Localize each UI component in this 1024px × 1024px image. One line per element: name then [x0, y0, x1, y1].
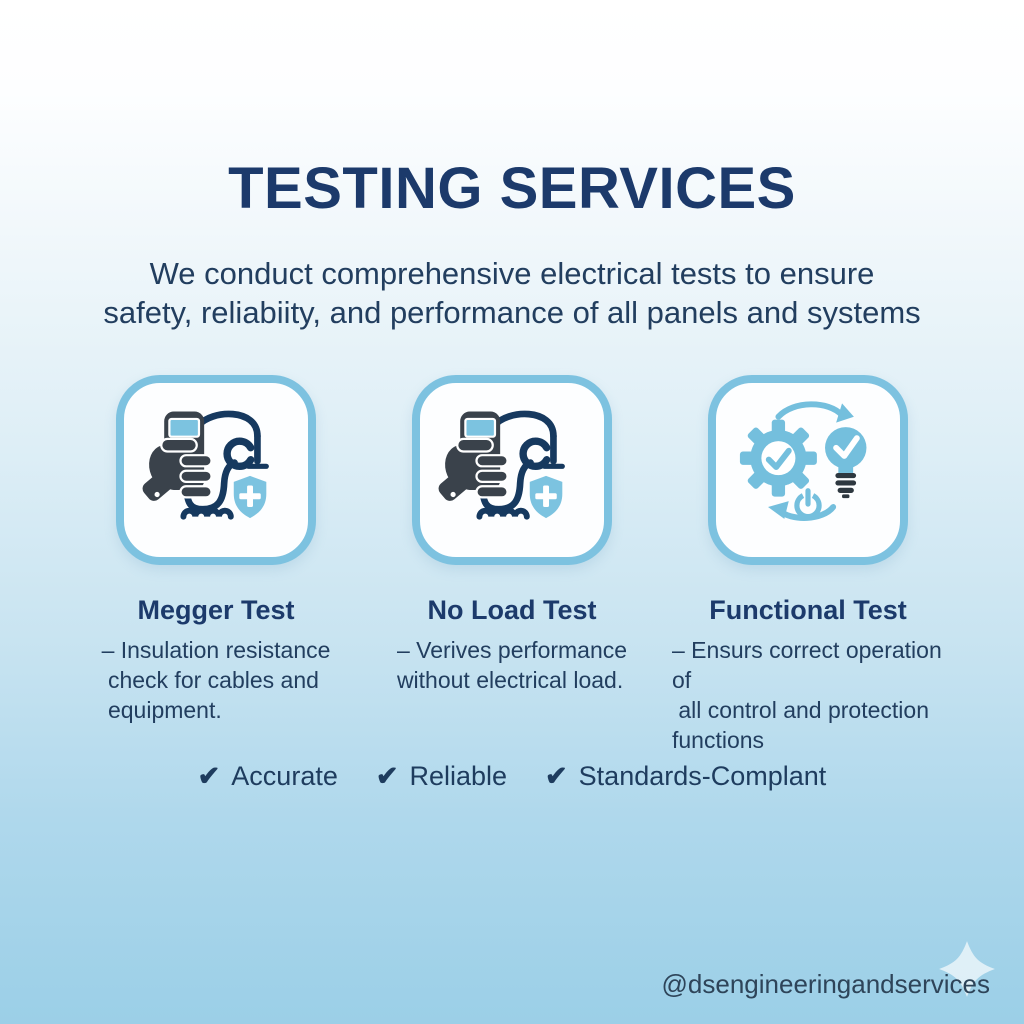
- gear-bulb-power-check-icon: [739, 401, 867, 521]
- card-icon-tile: [116, 375, 316, 565]
- service-cards-row: Megger Test – Insulation resistance chec…: [80, 375, 944, 755]
- social-handle: @dsengineeringandservices: [661, 969, 990, 999]
- badge-label: Reliable: [409, 761, 508, 791]
- card-icon-tile: [708, 375, 908, 565]
- service-card-functional-test: Functional Test – Ensurs correct operati…: [672, 375, 944, 755]
- card-title: Functional Test: [709, 595, 907, 625]
- badge-reliable: ✔ Reliable: [376, 761, 507, 792]
- card-icon-tile: [412, 375, 612, 565]
- page-subtitle: We conduct comprehensive electrical test…: [103, 256, 921, 330]
- badge-label: Standards-Complant: [578, 761, 827, 791]
- badge-standards-compliant: ✔ Standards-Complant: [545, 761, 826, 792]
- card-title: No Load Test: [427, 595, 597, 625]
- card-description: – Ensurs correct operation of all contro…: [672, 637, 942, 753]
- page-title: TESTING SERVICES: [228, 156, 796, 221]
- card-title: Megger Test: [137, 595, 295, 625]
- sparkle-icon: [939, 941, 995, 997]
- service-card-no-load-test: No Load Test – Verives performance witho…: [376, 375, 648, 755]
- checkmark-icon: ✔: [375, 761, 399, 791]
- quality-badges-row: ✔ Accurate ✔ Reliable ✔ Standards-Compla…: [0, 761, 1024, 792]
- service-card-megger-test: Megger Test – Insulation resistance chec…: [80, 375, 352, 755]
- checkmark-icon: ✔: [545, 761, 568, 791]
- badge-accurate: ✔ Accurate: [198, 761, 338, 792]
- multimeter-hand-shield-icon: [438, 410, 565, 520]
- badge-label: Accurate: [231, 761, 338, 791]
- checkmark-icon: ✔: [197, 761, 221, 791]
- card-description: – Verives performance without electrical…: [396, 637, 628, 693]
- card-description: – Insulation resistance check for cables…: [101, 637, 331, 723]
- multimeter-hand-shield-icon: [142, 410, 269, 520]
